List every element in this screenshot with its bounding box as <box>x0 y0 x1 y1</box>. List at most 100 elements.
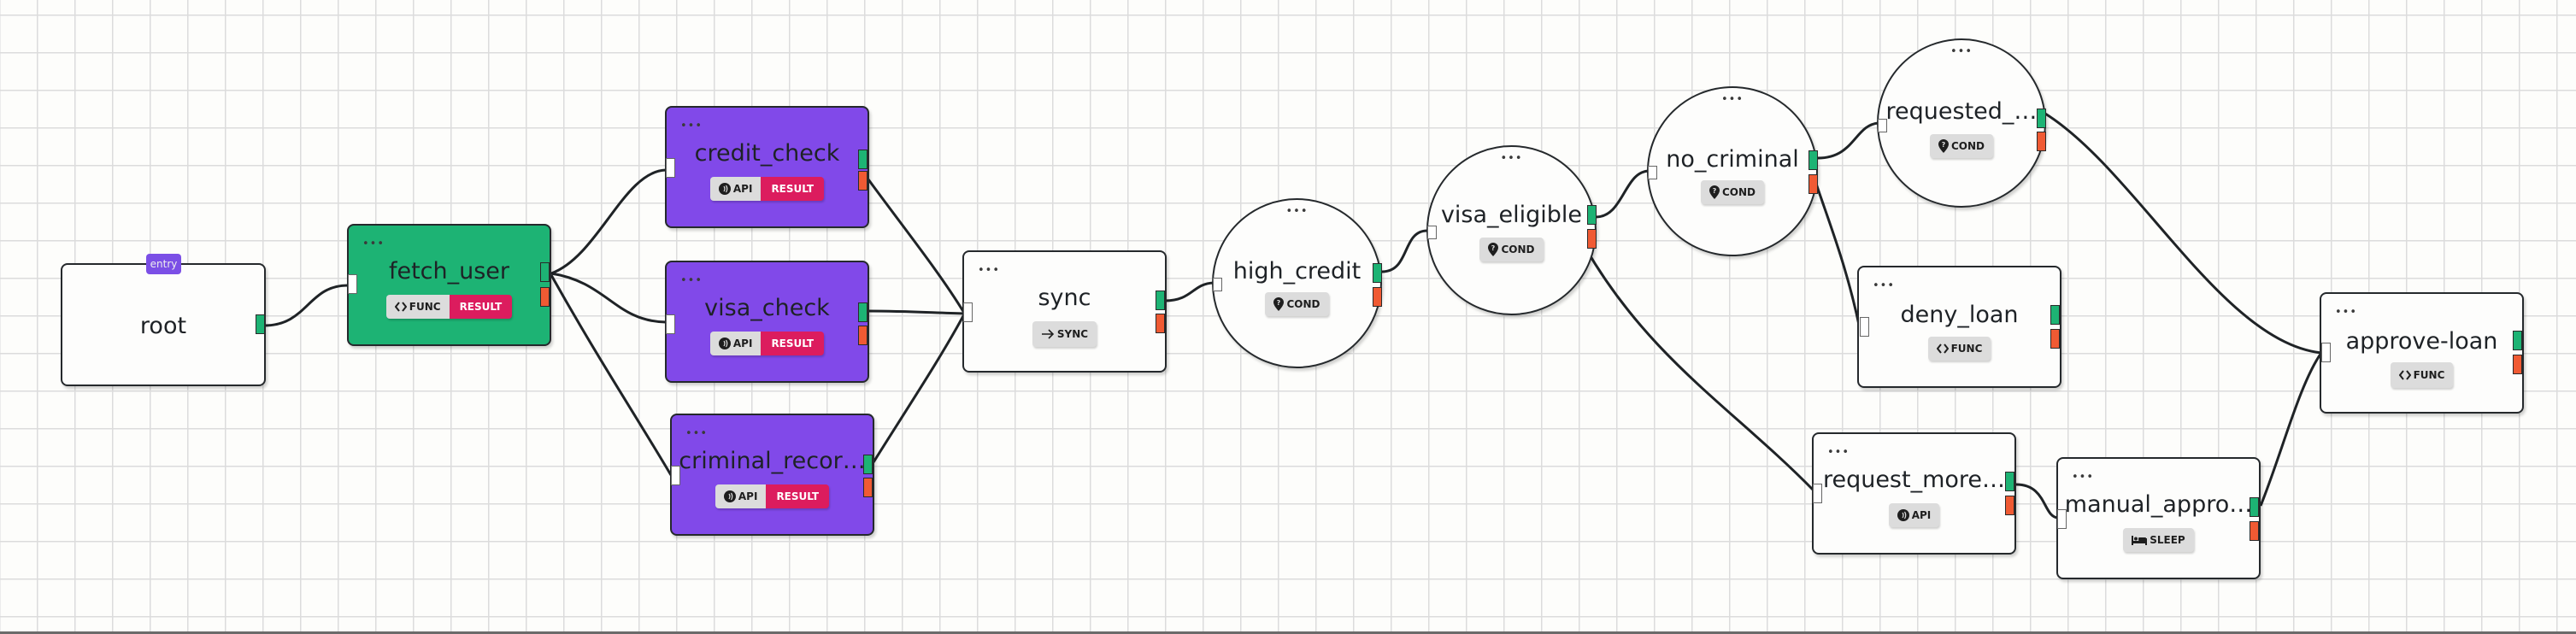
edge-fetch-user-to-criminal-record[interactable] <box>550 274 673 476</box>
edge-request-more-to-manual-approval[interactable] <box>2015 483 2059 520</box>
node-title: request_more… <box>1822 467 2006 493</box>
node-menu-icon[interactable]: ••• <box>680 120 703 132</box>
node-title: manual_appro… <box>2064 491 2253 518</box>
success-port[interactable] <box>2513 331 2522 350</box>
node-title: visa_check <box>704 295 830 321</box>
type-badge: API <box>709 177 762 201</box>
node-menu-icon[interactable]: ••• <box>2072 471 2095 484</box>
input-port[interactable] <box>2057 509 2067 529</box>
error-port[interactable] <box>2250 521 2259 541</box>
success-port[interactable] <box>540 262 550 282</box>
error-port[interactable] <box>1156 314 1165 333</box>
success-port[interactable] <box>858 150 867 169</box>
edge-visa-check-to-sync[interactable] <box>867 309 965 315</box>
svg-text:?: ? <box>1713 187 1717 195</box>
success-port[interactable] <box>2037 109 2046 128</box>
node-menu-icon[interactable]: ••• <box>978 264 1001 277</box>
node-menu-icon[interactable]: ••• <box>362 238 385 250</box>
input-port[interactable] <box>1860 317 1869 337</box>
input-port[interactable] <box>2321 343 2331 362</box>
input-port[interactable] <box>666 158 675 178</box>
type-label: FUNC <box>409 301 441 313</box>
node-fetch-user[interactable]: ••• fetch_user FUNC RESULT <box>347 224 551 346</box>
node-menu-icon[interactable]: ••• <box>1873 279 1896 292</box>
input-port[interactable] <box>348 274 357 294</box>
node-menu-icon[interactable]: ••• <box>685 427 709 440</box>
error-port[interactable] <box>858 326 867 345</box>
success-port[interactable] <box>1587 205 1597 225</box>
node-no-criminal[interactable]: ••• no_criminal ? COND <box>1647 86 1818 256</box>
input-port[interactable] <box>1878 119 1887 132</box>
type-badge: API <box>709 332 762 355</box>
success-port[interactable] <box>858 302 867 322</box>
input-port[interactable] <box>963 302 973 322</box>
success-port[interactable] <box>1156 291 1165 310</box>
error-port[interactable] <box>858 171 867 191</box>
edge-criminal-record-to-sync[interactable] <box>872 314 966 463</box>
node-approve-loan[interactable]: ••• approve-loan FUNC <box>2320 292 2524 414</box>
node-deny-loan[interactable]: ••• deny_loan FUNC <box>1857 266 2061 388</box>
svg-text:?: ? <box>1942 141 1946 149</box>
success-port[interactable] <box>1373 263 1382 283</box>
error-port[interactable] <box>1808 174 1818 194</box>
edge-fetch-user-to-visa-check[interactable] <box>550 272 667 324</box>
input-port[interactable] <box>1213 278 1222 291</box>
error-port[interactable] <box>540 287 550 307</box>
node-menu-icon[interactable]: ••• <box>1720 93 1744 106</box>
success-port[interactable] <box>863 455 873 474</box>
edge-manual-approval-to-approve-loan[interactable] <box>2259 352 2323 507</box>
error-port[interactable] <box>2037 132 2046 151</box>
edge-visa-eligible-to-no-criminal[interactable] <box>1595 169 1650 219</box>
node-menu-icon[interactable]: ••• <box>1500 152 1523 165</box>
node-high-credit[interactable]: ••• high_credit ? COND <box>1212 198 1382 368</box>
input-port[interactable] <box>671 466 680 485</box>
input-port[interactable] <box>1427 226 1437 239</box>
node-credit-check[interactable]: ••• credit_check API RESULT <box>665 106 869 228</box>
edge-visa-eligible-to-request-more[interactable] <box>1584 247 1815 492</box>
node-menu-icon[interactable]: ••• <box>680 274 703 287</box>
edge-no-criminal-to-requested[interactable] <box>1817 121 1879 160</box>
edge-sync-to-high-credit[interactable] <box>1164 281 1214 302</box>
edge-no-criminal-to-deny-loan[interactable] <box>1814 183 1861 326</box>
success-port[interactable] <box>2250 497 2259 517</box>
node-menu-icon[interactable]: ••• <box>1950 45 1973 58</box>
node-menu-icon[interactable]: ••• <box>2335 306 2358 319</box>
node-menu-icon[interactable]: ••• <box>1285 205 1309 218</box>
node-menu-icon[interactable]: ••• <box>1827 446 1850 459</box>
api-broadcast-icon <box>1897 509 1909 521</box>
node-visa-check[interactable]: ••• visa_check API RESULT <box>665 261 869 383</box>
node-sync[interactable]: ••• sync SYNC <box>962 250 1167 373</box>
node-title: fetch_user <box>388 258 510 285</box>
node-request-more[interactable]: ••• request_more… API <box>1812 432 2016 555</box>
svg-text:?: ? <box>1491 244 1496 252</box>
input-port[interactable] <box>1648 166 1657 179</box>
error-port[interactable] <box>2005 496 2014 515</box>
input-port[interactable] <box>666 314 675 334</box>
error-port[interactable] <box>1373 287 1382 307</box>
edge-credit-check-to-sync[interactable] <box>867 179 966 314</box>
node-title: root <box>139 313 187 339</box>
edge-requested-to-approve-loan[interactable] <box>2044 112 2322 355</box>
success-port[interactable] <box>2050 305 2060 325</box>
input-port[interactable] <box>1813 484 1822 503</box>
error-port[interactable] <box>1587 229 1597 249</box>
node-manual-approval[interactable]: ••• manual_appro… SLEEP <box>2056 457 2261 579</box>
error-port[interactable] <box>2050 329 2060 349</box>
type-badge: FUNC <box>385 295 450 319</box>
type-label: API <box>732 338 753 349</box>
success-port[interactable] <box>2005 472 2014 491</box>
node-requested[interactable]: ••• requested_… ? COND <box>1877 38 2046 208</box>
edge-fetch-user-to-credit-check[interactable] <box>550 168 667 275</box>
node-criminal-record[interactable]: ••• criminal_recor… API RESULT <box>670 414 874 536</box>
success-port[interactable] <box>1808 150 1818 170</box>
node-visa-eligible[interactable]: ••• visa_eligible ? COND <box>1426 145 1597 315</box>
type-label: FUNC <box>1950 343 1983 355</box>
node-root[interactable]: root <box>61 263 266 386</box>
type-label: COND <box>1501 244 1535 255</box>
error-port[interactable] <box>2513 355 2522 374</box>
error-port[interactable] <box>863 478 873 497</box>
success-port[interactable] <box>256 314 265 334</box>
edge-high-credit-to-visa-eligible[interactable] <box>1381 229 1428 273</box>
edge-root-to-fetch-user[interactable] <box>263 284 349 327</box>
